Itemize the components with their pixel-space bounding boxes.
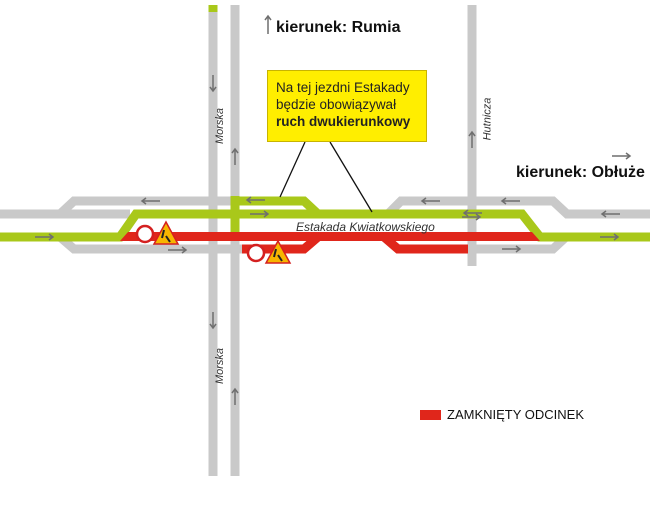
- no-entry-sign-icon: [246, 243, 266, 263]
- arrow-icon: [500, 197, 520, 205]
- street-label-hutnicza: Hutnicza: [481, 97, 494, 141]
- green-loop-upper: [232, 196, 322, 218]
- arrow-icon: [264, 14, 272, 34]
- legend-swatch-closed: [420, 410, 441, 420]
- arrow-icon: [462, 213, 482, 221]
- legend-label-closed: ZAMKNIĘTY ODCINEK: [447, 407, 585, 422]
- arrow-icon: [420, 197, 440, 205]
- closed-section-lower-east: [381, 233, 468, 254]
- direction-east-label: kierunek: Obłuże: [516, 164, 645, 181]
- road-works-sign-icon: [152, 220, 180, 245]
- arrow-icon: [231, 387, 239, 405]
- street-label-morska: Morska: [214, 107, 227, 145]
- closed-section-main: [120, 232, 540, 241]
- road-works-sign-icon: [264, 239, 292, 264]
- arrow-icon: [468, 130, 476, 148]
- callout-pointer: [329, 141, 373, 213]
- info-callout: Na tej jezdni Estakady będzie obowiązywa…: [267, 70, 427, 142]
- upper-loop-west: [56, 196, 232, 218]
- arrow-icon: [612, 152, 632, 160]
- no-entry-sign-icon: [135, 224, 155, 244]
- direction-north-label: kierunek: Rumia: [276, 19, 401, 36]
- arrow-icon: [209, 312, 217, 330]
- callout-text-bold: ruch: [276, 114, 306, 129]
- arrow-icon: [502, 245, 522, 253]
- street-label-morska: Morska: [214, 347, 227, 385]
- arrow-icon: [168, 246, 188, 254]
- arrow-icon: [250, 210, 270, 218]
- arrow-icon: [600, 210, 620, 218]
- arrow-icon: [600, 233, 620, 241]
- arrow-icon: [231, 147, 239, 165]
- callout-text-bold: dwukierunkowy: [309, 114, 411, 129]
- arrow-icon: [140, 197, 160, 205]
- arrow-icon: [462, 209, 482, 217]
- street-label-estakada: Estakada Kwiatkowskiego: [296, 220, 435, 234]
- upper-loop-east: [384, 196, 650, 219]
- callout-pointer: [279, 141, 306, 198]
- arrow-icon: [35, 233, 55, 241]
- arrow-icon: [209, 75, 217, 93]
- traffic-arrows: [35, 14, 632, 405]
- callout-text: Na tej jezdni Estakady będzie obowiązywa…: [276, 80, 410, 112]
- green-lane-west: [0, 209, 650, 242]
- arrow-icon: [245, 196, 265, 204]
